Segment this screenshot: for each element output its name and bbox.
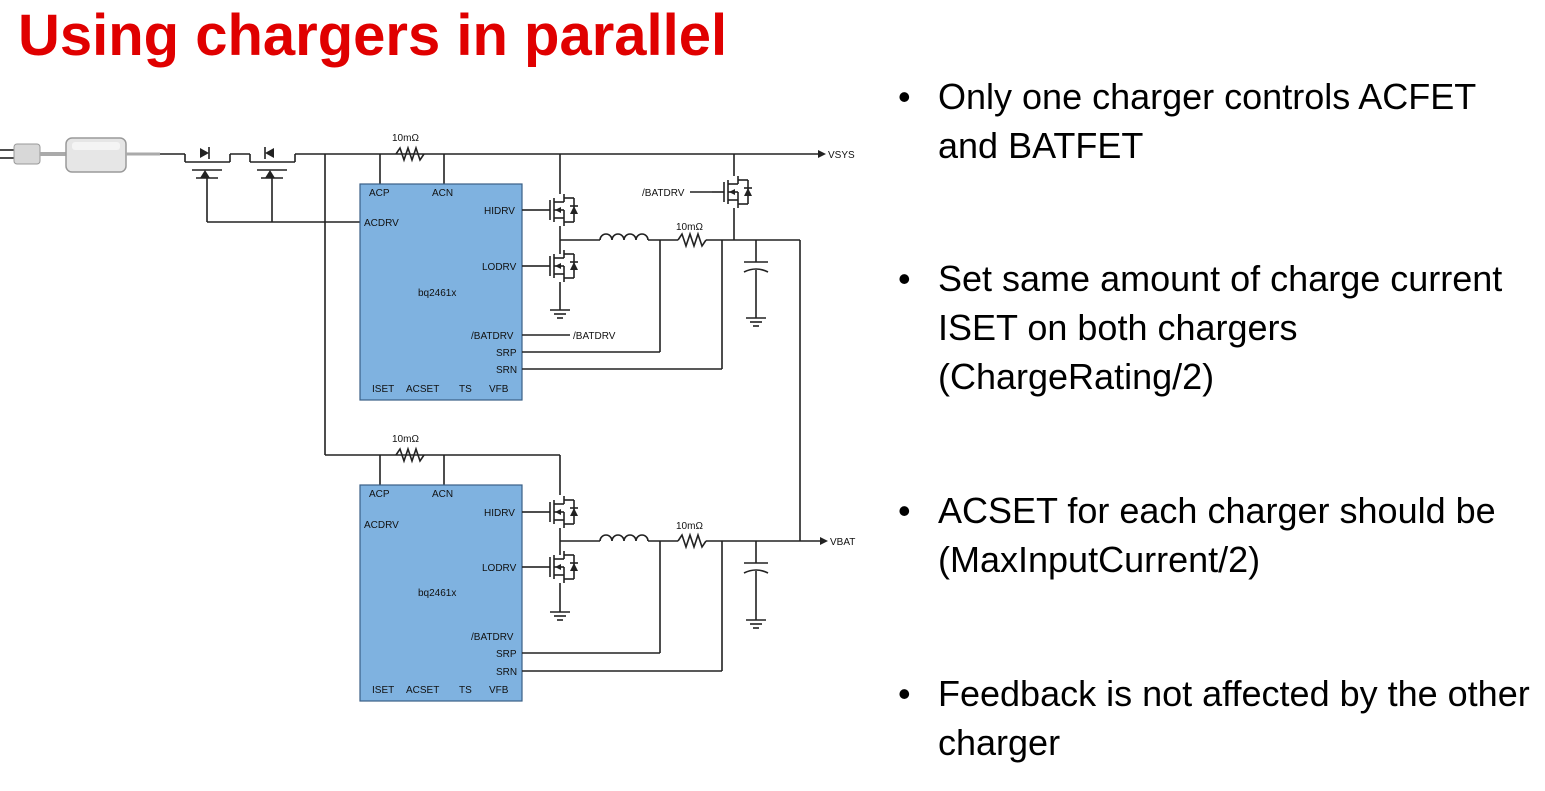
- charger-2: 10mΩ ACP ACN ACDRV HIDRV LODRV bq2461x /…: [359, 434, 769, 702]
- pin-iset-2: ISET: [372, 685, 394, 696]
- pin-acp-2: ACP: [369, 489, 390, 500]
- resistor-label-out-1: 10mΩ: [676, 222, 703, 233]
- pin-batdrv-2: /BATDRV: [471, 632, 514, 643]
- resistor-label-out-2: 10mΩ: [676, 521, 703, 532]
- vsys-label: VSYS: [828, 150, 855, 161]
- pin-acset-2: ACSET: [406, 685, 439, 696]
- pin-acdrv-1: ACDRV: [364, 218, 399, 229]
- chip-name-2: bq2461x: [418, 588, 456, 599]
- resistor-label-in-2: 10mΩ: [392, 434, 419, 445]
- pin-lodrv-1: LODRV: [482, 262, 517, 273]
- bullet-dot-icon: •: [898, 76, 911, 117]
- pin-vfb-2: VFB: [489, 685, 509, 696]
- pin-srp-2: SRP: [496, 649, 517, 660]
- pin-acset-1: ACSET: [406, 384, 439, 395]
- pin-srn-2: SRN: [496, 667, 517, 678]
- resistor-label-in-1: 10mΩ: [392, 133, 419, 144]
- pin-hidrv-1: HIDRV: [484, 206, 515, 217]
- pin-srp-1: SRP: [496, 348, 517, 359]
- pin-srn-1: SRN: [496, 365, 517, 376]
- bullet-dot-icon: •: [898, 673, 911, 714]
- bullet-item-2: • Set same amount of charge current ISET…: [898, 254, 1538, 401]
- pin-batdrv-1: /BATDRV: [471, 331, 514, 342]
- batdrv-net-label-1: /BATDRV: [573, 331, 616, 342]
- bullet-item-1: • Only one charger controls ACFET and BA…: [898, 72, 1538, 170]
- vsys-arrow-icon: [818, 150, 826, 158]
- vbat-label: VBAT: [830, 537, 855, 548]
- pin-acn-1: ACN: [432, 188, 453, 199]
- slide-title: Using chargers in parallel: [18, 3, 728, 68]
- charger-chip-2: [359, 484, 523, 702]
- bullet-dot-icon: •: [898, 490, 911, 531]
- ac-adapter-icon: [0, 137, 160, 173]
- bullet-item-3: • ACSET for each charger should be (MaxI…: [898, 486, 1538, 584]
- bullet-item-4: • Feedback is not affected by the other …: [898, 669, 1538, 767]
- bullet-text-1: Only one charger controls ACFET and BATF…: [938, 76, 1476, 166]
- charger-chip-1: [359, 183, 523, 401]
- pin-acdrv-2: ACDRV: [364, 520, 399, 531]
- batdrv-gate-label: /BATDRV: [642, 188, 685, 199]
- acfet-pair-icon: [160, 147, 360, 223]
- pin-hidrv-2: HIDRV: [484, 508, 515, 519]
- pin-acn-2: ACN: [432, 489, 453, 500]
- bullet-dot-icon: •: [898, 258, 911, 299]
- pin-lodrv-2: LODRV: [482, 563, 517, 574]
- pin-vfb-1: VFB: [489, 384, 509, 395]
- pin-ts-2: TS: [459, 685, 472, 696]
- pin-ts-1: TS: [459, 384, 472, 395]
- charger-1: 10mΩ ACP ACN ACDRV HIDRV LODRV bq2461x /…: [359, 133, 800, 401]
- pin-iset-1: ISET: [372, 384, 394, 395]
- bullet-text-3: ACSET for each charger should be (MaxInp…: [938, 490, 1496, 580]
- chip-name-1: bq2461x: [418, 288, 456, 299]
- pin-acp-1: ACP: [369, 188, 390, 199]
- bullet-text-4: Feedback is not affected by the other ch…: [938, 673, 1530, 763]
- charger-schematic: VSYS 10mΩ ACP ACN ACDRV HIDRV LODRV bq24…: [0, 133, 855, 702]
- bullet-text-2: Set same amount of charge current ISET o…: [938, 258, 1503, 397]
- vbat-arrow-icon: [820, 537, 828, 545]
- batfet-icon: /BATDRV: [642, 154, 753, 240]
